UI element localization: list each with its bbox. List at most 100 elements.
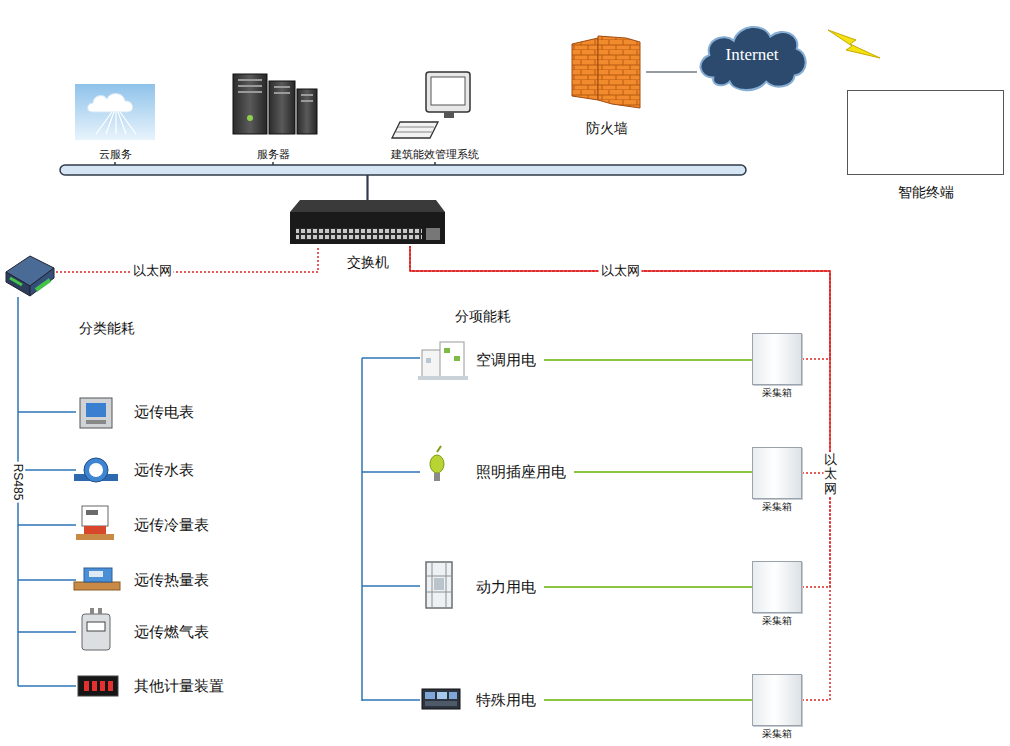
server-icon [269, 81, 295, 134]
power-meter-icon [86, 403, 106, 417]
cloud-service-icon [88, 94, 133, 112]
node-label: 远传水表 [134, 459, 194, 481]
node-label: 采集箱 [762, 728, 792, 740]
ethernet-line [56, 248, 318, 272]
node-label: 建筑能效管理系统 [391, 147, 479, 162]
heat-meter-icon [89, 571, 103, 577]
subitem-node: 照明插座用电 [472, 461, 570, 483]
switch-icon [290, 212, 445, 244]
heat-meter-icon [74, 582, 120, 590]
gateway-device [10, 278, 22, 285]
node-label: 采集箱 [762, 501, 792, 513]
collector-box: 采集箱 [752, 561, 802, 613]
switch-icon [426, 228, 440, 240]
power-meter-icon [80, 398, 112, 428]
gas-meter-icon [82, 608, 110, 650]
water-meter-icon [89, 463, 103, 477]
node-label: 空调用电 [476, 349, 536, 371]
meter-node: 其他计量装置 [130, 675, 228, 697]
switch-icon [290, 200, 445, 244]
cooling-meter-icon [76, 506, 114, 540]
node-label: 采集箱 [762, 615, 792, 627]
gas-meter-icon [82, 614, 110, 650]
special-power-icon [422, 689, 460, 709]
collector-box: 采集箱 [752, 447, 802, 499]
node-label: 服务器 [257, 147, 290, 162]
firewall-icon [572, 36, 640, 108]
node-label: 特殊用电 [476, 689, 536, 711]
node-label: 远传燃气表 [134, 621, 209, 643]
power-meter-icon [80, 398, 112, 428]
node-label: 交换机 [347, 254, 389, 271]
elevator-icon [434, 578, 444, 590]
gas-meter-icon [98, 608, 102, 614]
firewall-icon [598, 36, 640, 108]
node-label: 防火墙 [586, 121, 628, 136]
air-conditioning-icon [454, 356, 460, 361]
computer-icon [431, 77, 465, 105]
other-meter-icon [78, 676, 118, 696]
special-power-icon [422, 689, 460, 709]
node-label: 其他计量装置 [134, 675, 224, 697]
firewall-node: 防火墙 [568, 32, 646, 136]
cloud-service-icon [96, 112, 136, 134]
gateway-device [30, 268, 54, 296]
service-node: 服务器 [223, 70, 323, 162]
collector-box: 采集箱 [752, 674, 802, 726]
other-meter-icon [108, 681, 113, 691]
node-label: 远传电表 [134, 401, 194, 423]
server-icon [233, 74, 267, 134]
cooling-meter-icon [76, 534, 114, 540]
network-bus [60, 165, 746, 175]
air-conditioning-icon [440, 342, 464, 378]
network-bus [60, 165, 746, 175]
node-label: 云服务 [99, 147, 132, 162]
rs485-bus [18, 297, 76, 686]
connector [410, 246, 830, 473]
switch-icon [296, 228, 422, 240]
connector [544, 586, 752, 588]
cooling-meter-icon [82, 506, 108, 526]
node-label: 远传冷量表 [134, 514, 209, 536]
air-conditioning-icon [422, 350, 442, 378]
lighting-icon [430, 455, 444, 473]
computer-icon [392, 72, 470, 138]
connector [410, 246, 830, 587]
cooling-meter-icon [86, 510, 98, 515]
meter-node: 远传热量表 [130, 569, 213, 591]
ethernet-line [56, 248, 318, 272]
cloud-service-icon [75, 84, 155, 140]
subitem-bus [361, 358, 363, 701]
subitem-bus [362, 358, 420, 701]
connector [544, 359, 752, 361]
subitem-node: 空调用电 [472, 349, 540, 371]
computer-icon [396, 127, 434, 132]
gas-meter-icon [87, 622, 105, 631]
connector [646, 71, 697, 72]
elevator-icon [426, 562, 452, 608]
bus-label: RS485 [11, 462, 25, 503]
cloud-outline [701, 27, 806, 90]
rs485-bus [18, 412, 76, 686]
node-label: 智能终端 [898, 184, 954, 201]
water-meter-icon [74, 458, 118, 482]
elevator-icon [426, 562, 452, 608]
service-node: 云服务 [72, 80, 158, 162]
gateway-device [6, 272, 30, 296]
subitem-node: 动力用电 [472, 576, 540, 598]
wireless-symbol [828, 30, 880, 58]
air-conditioning-icon [418, 376, 468, 380]
group-heading: 分类能耗 [77, 320, 137, 337]
lighting-icon [430, 446, 444, 481]
connector [544, 699, 752, 701]
computer-icon [392, 122, 438, 138]
air-conditioning-icon [426, 358, 431, 363]
gateway-device [36, 280, 50, 290]
lighting-icon [434, 473, 440, 481]
meter-node: 远传冷量表 [130, 514, 213, 536]
server-icon [238, 80, 313, 101]
group-heading: 分项能耗 [453, 308, 513, 325]
heat-meter-icon [84, 568, 112, 582]
gas-meter-icon [90, 608, 94, 614]
node-label: 动力用电 [476, 576, 536, 598]
